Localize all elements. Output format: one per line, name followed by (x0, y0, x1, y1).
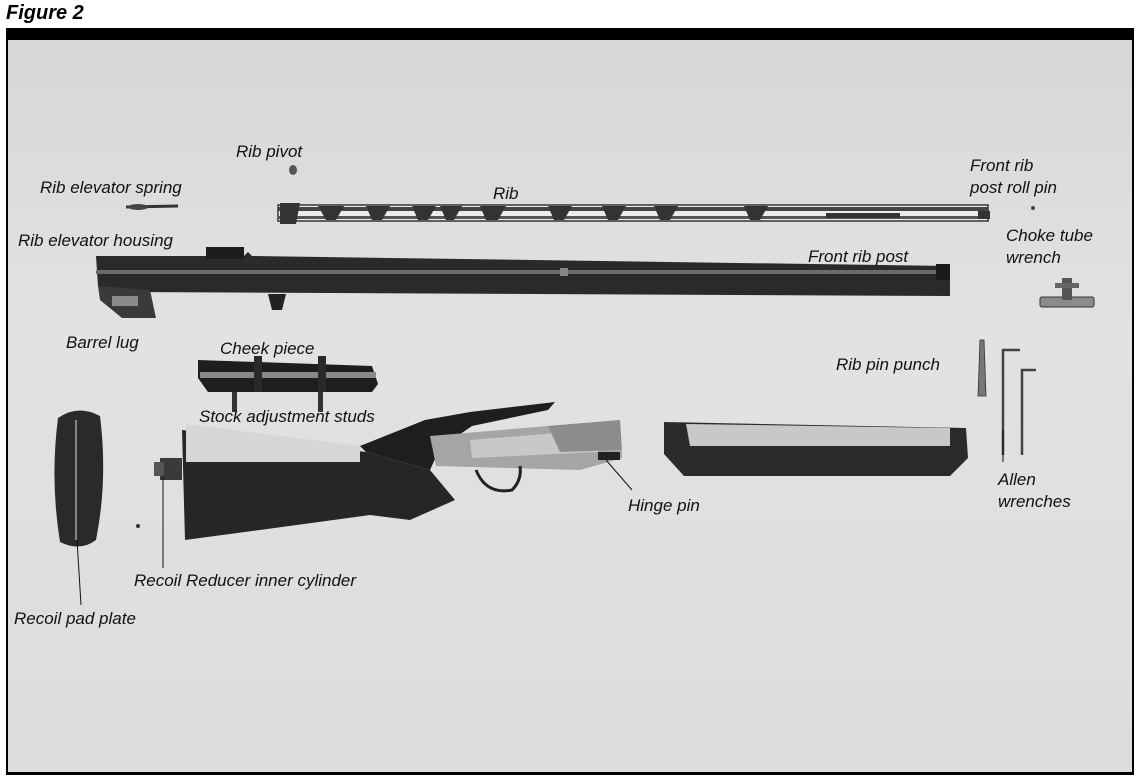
allen-wrenches-part (1001, 348, 1036, 455)
label-hinge-pin: Hinge pin (628, 496, 700, 515)
recoil-reducer-part (154, 458, 182, 480)
small-part-dot (136, 524, 140, 528)
stock-adjustment-studs-part (232, 392, 323, 412)
label-rib-pivot: Rib pivot (236, 142, 303, 161)
label-recoil-reducer: Recoil Reducer inner cylinder (134, 571, 357, 590)
label-barrel-lug: Barrel lug (66, 333, 139, 352)
label-allen-line1: Allen (998, 470, 1036, 489)
barrel-part (96, 247, 950, 318)
rib-part (277, 203, 990, 224)
label-rib-elevator-spring: Rib elevator spring (40, 178, 182, 197)
label-rib-elevator-housing: Rib elevator housing (18, 231, 173, 250)
label-choke-tube-line1: Choke tube (1006, 226, 1093, 245)
label-cheek-piece: Cheek piece (220, 339, 315, 358)
cheek-piece-part (198, 356, 378, 392)
rib-elevator-spring-part (125, 204, 179, 210)
top-rule (6, 28, 1134, 42)
rib-pin-punch-part (977, 339, 987, 397)
choke-tube-wrench-part (1039, 278, 1095, 308)
label-stock-adjustment-studs: Stock adjustment studs (199, 407, 375, 426)
photo-panel (6, 40, 1134, 775)
figure-title: Figure 2 (6, 2, 84, 24)
label-recoil-pad-plate: Recoil pad plate (14, 609, 136, 628)
rib-pivot-part (289, 165, 297, 175)
label-choke-tube-line2: wrench (1006, 248, 1061, 267)
label-front-rib-post: Front rib post (808, 247, 909, 266)
leader-lines (76, 430, 1004, 606)
label-front-rib-line2: post roll pin (970, 178, 1057, 197)
label-allen-line2: wrenches (998, 492, 1071, 511)
forearm-part (664, 422, 968, 476)
label-rib: Rib (493, 184, 519, 203)
recoil-pad-part (54, 410, 104, 547)
stock-receiver-part (182, 402, 622, 540)
roll-pin-part (1031, 206, 1035, 210)
label-front-rib-line1: Front rib (970, 156, 1034, 175)
label-rib-pin-punch: Rib pin punch (836, 355, 940, 374)
